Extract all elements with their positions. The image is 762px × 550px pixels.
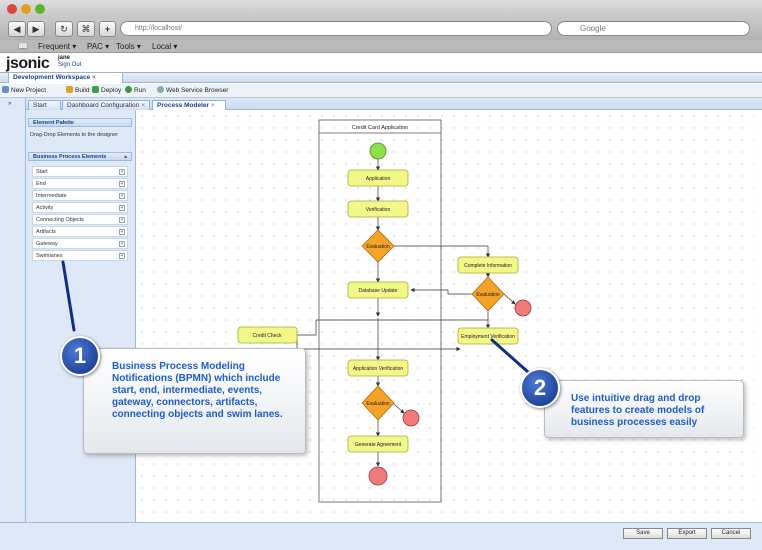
task-database-update-label: Database Update (359, 288, 398, 294)
app-header (0, 53, 762, 71)
cancel-button[interactable]: Cancel (711, 528, 751, 539)
callout-bpmn: Business Process Modeling Notifications … (83, 348, 306, 454)
add-icon[interactable]: + (119, 181, 125, 187)
swimlane-title: Credit Card Application (352, 125, 408, 131)
tab-start[interactable]: Start (28, 100, 61, 110)
task-generate-agreement-label: Generate Agreement (355, 442, 402, 448)
gateway-evaluation-2[interactable] (471, 276, 505, 312)
build-icon (66, 86, 73, 93)
end-event-2[interactable] (402, 409, 420, 427)
deploy-button[interactable]: Deploy (92, 84, 121, 98)
palette-title: Element Palette (28, 118, 132, 127)
task-verification-label: Verification (366, 207, 391, 213)
add-icon[interactable]: + (119, 169, 125, 175)
bookmark-tools[interactable]: Tools ▾ (116, 42, 141, 51)
palette-group-header[interactable]: Business Process Elements▴ (28, 152, 132, 161)
back-icon[interactable]: ◀ (8, 21, 26, 37)
task-application[interactable] (347, 169, 409, 187)
bookmark-local[interactable]: Local ▾ (152, 42, 178, 51)
url-field[interactable]: http://localhost/ (120, 21, 552, 36)
task-complete-information[interactable] (457, 256, 519, 274)
forward-icon[interactable]: ▶ (27, 21, 45, 37)
bookmark-pac[interactable]: PAC ▾ (87, 42, 110, 51)
add-icon[interactable]: + (119, 193, 125, 199)
run-icon (125, 86, 132, 93)
user-name: jane (58, 55, 71, 61)
bookmarks-book-icon[interactable]: 📖 (18, 42, 28, 51)
gateway-evaluation-1-label: Evaluation (366, 244, 390, 250)
workspace-bar (0, 72, 762, 83)
swimlane[interactable] (318, 119, 442, 503)
palette-item-start[interactable]: Start+ (32, 166, 128, 177)
bookmarks-bar: 📖 Frequent ▾ PAC ▾ Tools ▾ Local ▾ (0, 40, 762, 53)
window-titlebar (0, 0, 762, 18)
bookmark-add-icon[interactable]: ⌘ (77, 21, 95, 37)
expand-panel-icon[interactable]: » (8, 101, 12, 107)
task-database-update[interactable] (347, 281, 409, 299)
palette-item-connecting-objects[interactable]: Connecting Objects+ (32, 214, 128, 225)
task-employment-verification-label: Employment Verification (461, 334, 515, 340)
reload-icon[interactable]: ↻ (55, 21, 73, 37)
callout-drag-drop-text: Use intuitive drag and drop features to … (571, 393, 705, 428)
bookmark-frequent[interactable]: Frequent ▾ (38, 42, 77, 51)
palette-hint: Drag-Drop Elements to the designer (30, 132, 119, 138)
collapse-icon[interactable]: ▴ (124, 154, 127, 160)
web-service-browser-button[interactable]: Web Service Browser (157, 84, 228, 98)
palette-item-activity[interactable]: Activity+ (32, 202, 128, 213)
export-button[interactable]: Export (667, 528, 707, 539)
task-generate-agreement[interactable] (347, 435, 409, 453)
collapse-gutter: » (0, 98, 26, 530)
end-event-1[interactable] (514, 299, 532, 317)
search-field[interactable]: Google (557, 21, 750, 36)
end-event-3[interactable] (368, 466, 388, 486)
palette-item-gateway[interactable]: Gateway+ (32, 238, 128, 249)
callout-number-2: 2 (520, 368, 560, 408)
app-logo: jsonic (6, 55, 50, 72)
task-employment-verification[interactable] (457, 327, 519, 345)
callout-bpmn-text: Business Process Modeling Notifications … (112, 361, 283, 420)
app-toolbar: New Project Build Deploy Run Web Service… (0, 84, 762, 98)
close-window-icon[interactable] (7, 4, 17, 14)
gateway-evaluation-2-label: Evaluation (476, 292, 500, 298)
palette-item-swimlanes[interactable]: Swimlanes+ (32, 250, 128, 261)
start-event[interactable] (369, 142, 387, 160)
gateway-evaluation-3-label: Evaluation (366, 401, 390, 407)
tab-process-modeler[interactable]: Process Modeler × (152, 100, 226, 110)
task-credit-check[interactable] (237, 326, 298, 344)
build-button[interactable]: Build (66, 84, 89, 98)
tab-dashboard-configuration[interactable]: Dashboard Configuration × (62, 100, 150, 110)
task-credit-check-label: Credit Check (253, 333, 282, 339)
palette-item-artifacts[interactable]: Artifacts+ (32, 226, 128, 237)
task-application-verification[interactable] (347, 359, 409, 377)
tab-development-workspace[interactable]: Development Workspace × (8, 72, 123, 83)
signout-link[interactable]: Sign Out (58, 62, 82, 68)
callout-number-1: 1 (60, 336, 100, 376)
new-project-button[interactable]: New Project (2, 84, 46, 98)
run-button[interactable]: Run (125, 84, 146, 98)
task-verification[interactable] (347, 200, 409, 218)
new-tab-icon[interactable]: + (99, 21, 116, 37)
add-icon[interactable]: + (119, 217, 125, 223)
add-icon[interactable]: + (119, 241, 125, 247)
add-icon[interactable]: + (119, 229, 125, 235)
task-application-verification-label: Application Verification (353, 366, 404, 372)
task-application-label: Application (366, 176, 391, 182)
callout-drag-drop: Use intuitive drag and drop features to … (544, 380, 744, 438)
palette-item-end[interactable]: End+ (32, 178, 128, 189)
new-project-icon (2, 86, 9, 93)
add-icon[interactable]: + (119, 205, 125, 211)
zoom-window-icon[interactable] (35, 4, 45, 14)
add-icon[interactable]: + (119, 253, 125, 259)
minimize-window-icon[interactable] (21, 4, 31, 14)
globe-icon (157, 86, 164, 93)
save-button[interactable]: Save (623, 528, 663, 539)
palette-item-intermediate[interactable]: Intermediate+ (32, 190, 128, 201)
deploy-icon (92, 86, 99, 93)
gateway-evaluation-1[interactable] (361, 229, 395, 263)
gateway-evaluation-3[interactable] (361, 385, 395, 421)
footer-bar (0, 522, 762, 550)
task-complete-information-label: Complete Information (464, 263, 512, 269)
